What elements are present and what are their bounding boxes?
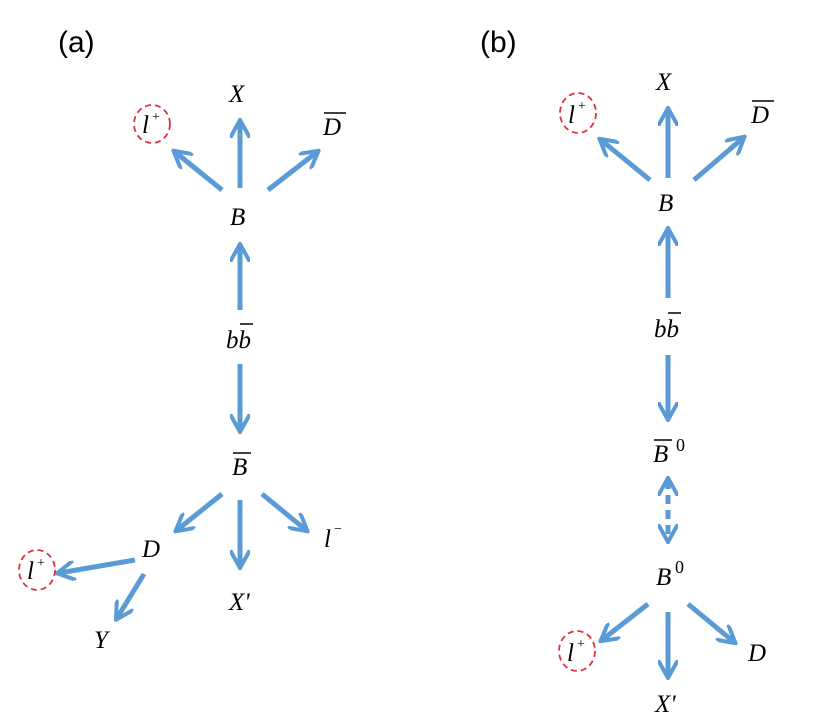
node-B0-sup: 0 xyxy=(675,557,684,577)
node-l-plus: l + xyxy=(559,92,597,134)
node-B-bar: B xyxy=(232,452,251,481)
node-X-prime: X' xyxy=(228,589,250,616)
node-B: B xyxy=(658,190,673,217)
panel-b-label: (b) xyxy=(480,26,517,59)
red-dashed-circle xyxy=(18,549,56,591)
node-bb-text: bb xyxy=(654,316,679,343)
node-l-minus-letter: l xyxy=(324,526,331,553)
arrow-B-to-lplus xyxy=(175,152,224,192)
node-bb: bb xyxy=(226,323,253,354)
node-X: X xyxy=(228,81,246,108)
arrow-D-to-Y xyxy=(117,572,147,618)
node-bb-text: bb xyxy=(226,327,251,354)
node-l-plus: l + xyxy=(133,104,171,144)
node-B0-bar-letter: B xyxy=(653,441,668,468)
node-l-minus-sup: − xyxy=(334,522,342,537)
node-B0-bar-sup: 0 xyxy=(676,435,685,455)
node-l-plus-sup: + xyxy=(578,99,586,114)
arrow-B0-to-D xyxy=(686,602,734,642)
arrow-B-to-lplus xyxy=(601,140,652,182)
node-l-minus: l − xyxy=(324,522,342,553)
node-B0: B 0 xyxy=(656,557,684,591)
node-X-prime: X' xyxy=(654,691,676,718)
arrow-Bbar-to-lminus xyxy=(260,492,306,530)
panel-b: (b) X D l + B bb B 0 xyxy=(480,26,774,718)
node-B: B xyxy=(230,204,245,231)
node-Y: Y xyxy=(94,627,111,654)
node-D-bar-letter: D xyxy=(750,102,769,129)
arrow-B-to-Dbar xyxy=(266,152,317,192)
node-l-plus-letter: l xyxy=(142,112,149,139)
node-l-plus-sup: + xyxy=(152,110,160,125)
node-l-plus-2-letter: l xyxy=(27,558,34,585)
arrow-Bbar-to-D xyxy=(177,492,224,530)
node-D-bar-letter: D xyxy=(322,114,341,141)
node-D-bar: D xyxy=(322,112,346,141)
node-l-plus-2-sup: + xyxy=(577,637,585,652)
arrow-D-to-lplus xyxy=(59,557,136,573)
red-dashed-circle xyxy=(559,92,597,134)
node-bb: bb xyxy=(654,312,681,343)
node-l-plus-2-sup: + xyxy=(37,556,45,571)
panel-a: (a) X D l + B bb B D xyxy=(18,26,346,654)
node-B0-letter: B xyxy=(656,564,671,591)
node-X: X xyxy=(655,69,673,96)
panel-a-label: (a) xyxy=(58,26,95,59)
red-dashed-circle xyxy=(558,630,596,672)
arrow-B-to-Dbar xyxy=(692,138,743,182)
node-B-bar-letter: B xyxy=(232,454,247,481)
red-dashed-circle xyxy=(133,104,171,144)
node-l-plus-2: l + xyxy=(558,630,596,672)
node-l-plus-2-letter: l xyxy=(567,640,574,667)
node-D-bar: D xyxy=(750,100,774,129)
node-D: D xyxy=(141,536,160,563)
node-l-plus-letter: l xyxy=(568,102,575,129)
node-l-plus-2: l + xyxy=(18,549,56,591)
arrow-B0-to-lplus xyxy=(602,602,650,640)
node-B0-bar: B 0 xyxy=(653,435,685,468)
node-D: D xyxy=(747,640,766,667)
